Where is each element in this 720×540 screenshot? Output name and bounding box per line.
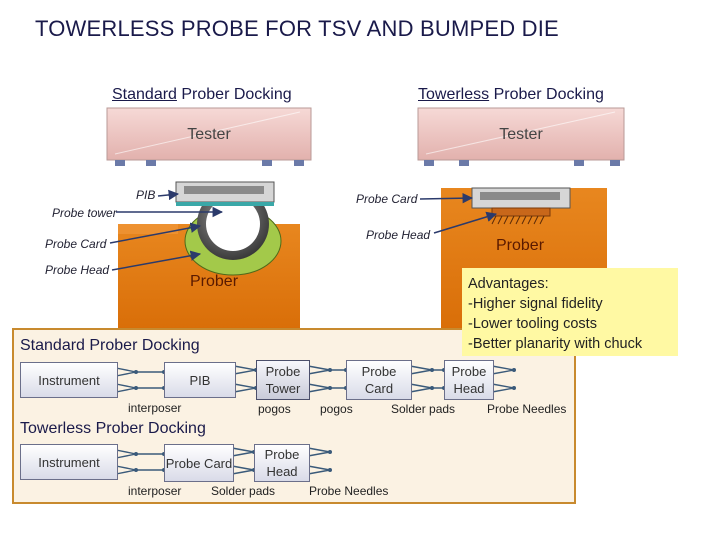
right-prober-label: Prober [496, 237, 545, 254]
towerless-probe-needles-label: Probe Needles [309, 484, 389, 498]
left-probe-card-label: Probe Card [45, 237, 107, 251]
right-probe-card-inner [480, 192, 560, 200]
towerless-instrument-label: Instrument [38, 454, 100, 470]
right-tester-label: Tester [499, 126, 543, 143]
standard-probe-card-box: Probe Card [346, 360, 412, 400]
towerless-interposer-label: interposer [128, 484, 182, 498]
standard-heading-rest: Prober Docking [176, 86, 292, 103]
standard-interposer-label: interposer [128, 401, 182, 415]
advantage-item: -Lower tooling costs [468, 316, 597, 332]
standard-instrument-box: Instrument [20, 362, 118, 398]
standard-pogos-label-1: pogos [258, 402, 291, 416]
standard-chain-title: Standard Prober Docking [20, 337, 200, 354]
right-probe-head-arrow [433, 211, 498, 234]
probe-tower-label: Probe tower [52, 206, 117, 220]
left-tester-foot-3 [262, 160, 272, 166]
standard-probe-needles-label: Probe Needles [487, 402, 567, 416]
towerless-probe-head-box: Probe Head [254, 444, 310, 482]
left-pib-edge [176, 202, 274, 206]
left-tester-foot-1 [115, 160, 125, 166]
towerless-solder-pads-label: Solder pads [211, 484, 276, 498]
standard-probe-head-label: Probe Head [451, 364, 487, 396]
left-pib-inner [184, 186, 264, 194]
towerless-probe-card-label: Probe Card [165, 455, 233, 471]
standard-pib-box: PIB [164, 362, 236, 398]
pib-label: PIB [136, 188, 156, 202]
standard-probe-tower-box: Probe Tower [256, 360, 310, 400]
left-tester-box [106, 107, 312, 161]
right-tester-foot-4 [610, 160, 620, 166]
advantage-item: -Better planarity with chuck [468, 336, 643, 352]
left-tester-foot-4 [294, 160, 304, 166]
towerless-chain-title: Towerless Prober Docking [20, 420, 206, 437]
towerless-heading-rest: Prober Docking [489, 86, 604, 103]
towerless-word: Towerless [418, 86, 490, 103]
right-probe-card-label: Probe Card [356, 192, 418, 206]
left-probe-head-arrow [111, 250, 202, 271]
right-tester-foot-3 [574, 160, 584, 166]
right-probe-needles [491, 215, 545, 225]
right-tester-box [417, 107, 625, 161]
advantages-callout: Advantages: -Higher signal fidelity -Low… [462, 268, 678, 356]
left-tester-label: Tester [187, 126, 231, 143]
left-tester-shine [114, 111, 301, 155]
page-title: TOWERLESS PROBE FOR TSV AND BUMPED DIE [35, 16, 559, 41]
right-tester-shine [425, 111, 616, 155]
left-prober-highlight [118, 224, 178, 234]
standard-word: Standard [112, 86, 177, 103]
advantage-item: -Higher signal fidelity [468, 296, 603, 312]
standard-pib-label: PIB [189, 372, 211, 388]
docking-diagrams [106, 107, 625, 330]
towerless-probe-card-box: Probe Card [164, 444, 234, 482]
right-probe-card-arrow [419, 192, 474, 204]
standard-solder-pads-label: Solder pads [391, 402, 456, 416]
towerless-docking-heading: Towerless Prober Docking [418, 86, 604, 104]
left-probe-card-arrow [109, 222, 202, 244]
standard-docking-heading: Standard Prober Docking [112, 86, 292, 104]
left-prober-label: Prober [190, 273, 239, 290]
left-probe-head-label: Probe Head [45, 263, 110, 277]
standard-pogos-label-2: pogos [320, 402, 353, 416]
advantages-heading: Advantages: [468, 276, 549, 292]
standard-probe-head-box: Probe Head [444, 360, 494, 400]
standard-probe-card-label: Probe Card [361, 364, 397, 396]
towerless-instrument-box: Instrument [20, 444, 118, 480]
left-tester-foot-2 [146, 160, 156, 166]
standard-probe-tower-label: Probe Tower [265, 364, 301, 396]
standard-instrument-label: Instrument [38, 372, 100, 388]
right-probe-head-label: Probe Head [366, 228, 431, 242]
right-tester-foot-1 [424, 160, 434, 166]
right-tester-foot-2 [459, 160, 469, 166]
pib-arrow [157, 189, 180, 201]
towerless-probe-head-label: Probe Head [264, 447, 300, 479]
